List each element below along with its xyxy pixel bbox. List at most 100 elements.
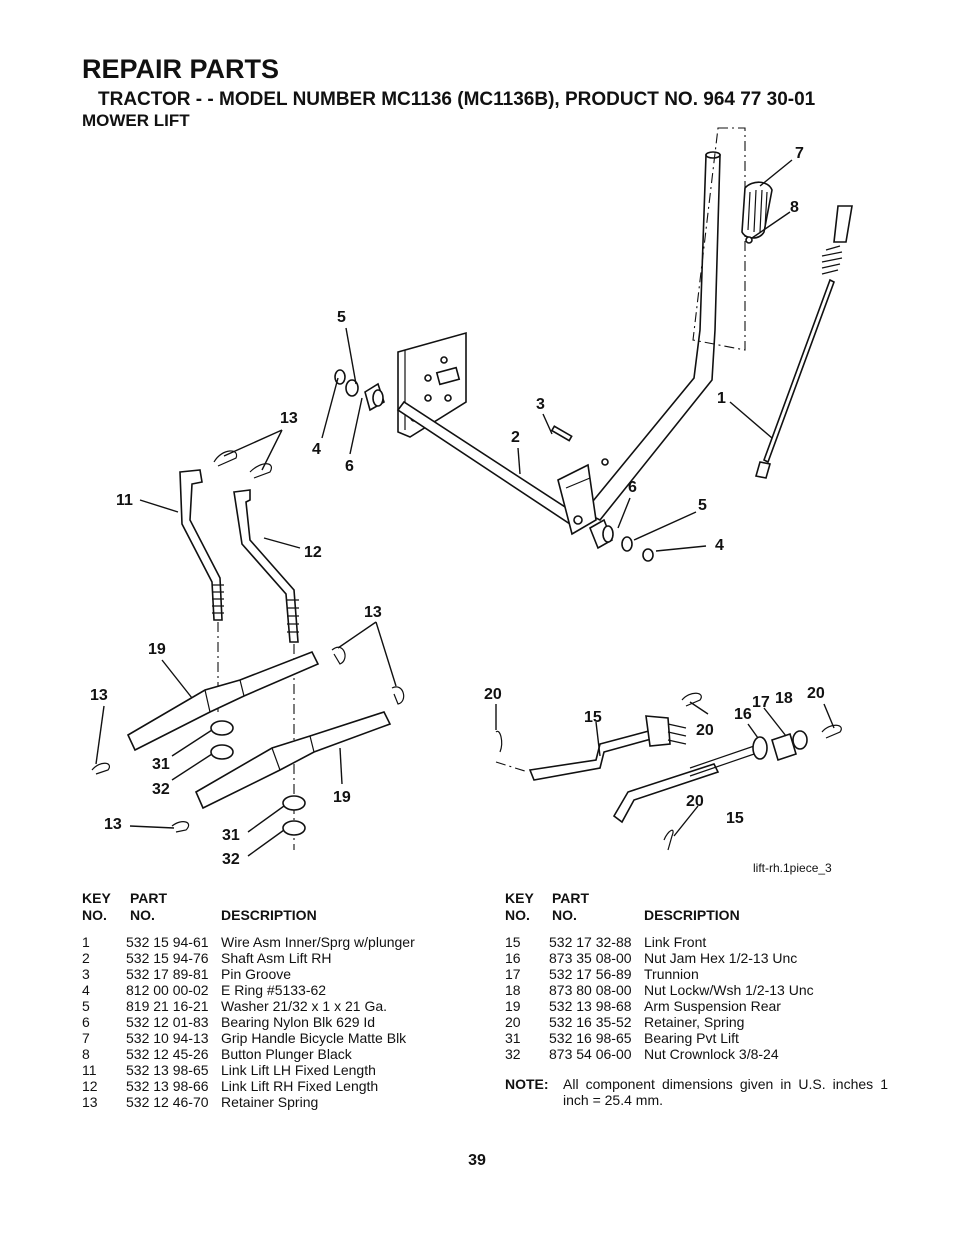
key-number: 16 [505,950,521,966]
table-row: 4 812 00 00-02 E Ring #5133-62 [82,982,462,998]
part-description: Nut Lockw/Wsh 1/2-13 Unc [644,982,814,998]
part-description: Retainer, Spring [644,1014,745,1030]
header-part-top: PART [130,890,168,906]
key-number: 1 [82,934,90,950]
parts-rows-left: 1 532 15 94-61 Wire Asm Inner/Sprg w/plung… [82,934,462,1110]
page-title: REPAIR PARTS [82,54,280,84]
bearings-and-washers [334,369,654,562]
key-number: 5 [82,998,90,1014]
callout-6: 6 [628,479,637,496]
part-number: 873 54 06-00 [549,1046,632,1062]
retainer-springs [91,450,405,833]
key-number: 32 [505,1046,521,1062]
part-number: 532 16 35-52 [549,1014,632,1030]
header-part-bottom: NO. [130,907,155,923]
callout-4: 4 [312,441,321,458]
part-number: 532 12 46-70 [126,1094,209,1110]
table-row: 1 532 15 94-61 Wire Asm Inner/Sprg w/plung… [82,934,462,950]
callout-11: 11 [116,492,133,509]
part-description: Pin Groove [221,966,292,982]
header-key-top: KEY [82,890,111,906]
lift-links [179,469,299,850]
key-number: 2 [82,950,90,966]
pivot-bearings-nuts [210,720,306,836]
wire-assembly [754,205,853,479]
callout-32: 32 [152,781,170,798]
callout-13: 13 [90,687,108,704]
key-number: 6 [82,1014,90,1030]
key-number: 3 [82,966,90,982]
table-header: KEY NO. PART NO. DESCRIPTION [505,890,890,926]
part-description: Trunnion [644,966,699,982]
pin-groove [550,425,573,442]
key-number: 11 [82,1062,97,1078]
section-title: MOWER LIFT [82,111,190,130]
callout-18: 18 [775,690,793,707]
callout-2: 2 [511,429,520,446]
part-description: E Ring #5133-62 [221,982,327,998]
part-number: 532 10 94-13 [126,1030,209,1046]
callout-8: 8 [790,199,799,216]
part-number: 532 16 98-65 [549,1030,632,1046]
callout-17: 17 [752,694,770,711]
part-number: 532 12 01-83 [126,1014,209,1030]
part-description: Bearing Pvt Lift [644,1030,739,1046]
key-number: 18 [505,982,521,998]
key-number: 20 [505,1014,521,1030]
part-description: Link Front [644,934,707,950]
table-row: 18 873 80 08-00 Nut Lockw/Wsh 1/2-13 Unc [505,982,890,998]
callout-20: 20 [484,686,502,703]
part-number: 812 00 00-02 [126,982,209,998]
part-description: Link Lift RH Fixed Length [221,1078,379,1094]
part-number: 532 17 56-89 [549,966,632,982]
page-subtitle: TRACTOR - - MODEL NUMBER MC1136 (MC1136B… [98,89,816,110]
part-number: 532 13 98-66 [126,1078,209,1094]
part-number: 532 17 32-88 [549,934,632,950]
key-number: 31 [505,1030,521,1046]
part-number: 532 15 94-76 [126,950,209,966]
note-text: All component dimensions given in U.S. i… [563,1076,888,1108]
part-number: 532 15 94-61 [126,934,209,950]
exploded-parts-diagram: 7 8 5 1 3 13 2 4 6 6 5 11 12 4 13 19 13 … [90,127,853,875]
header-key-bottom: NO. [505,907,530,923]
part-number: 873 80 08-00 [549,982,632,998]
header-description: DESCRIPTION [221,907,317,923]
header-key-bottom: NO. [82,907,107,923]
parts-table-left: KEY NO. PART NO. DESCRIPTION 1 532 15 94-… [82,890,462,1110]
part-description: Link Lift LH Fixed Length [221,1062,376,1078]
callout-13: 13 [104,816,122,833]
part-description: Wire Asm Inner/Sprg w/plunger [221,934,415,950]
key-number: 13 [82,1094,98,1110]
key-number: 4 [82,982,90,998]
callout-5: 5 [698,497,707,514]
note-label: NOTE: [505,1076,549,1092]
header-part-bottom: NO. [552,907,577,923]
table-row: 12 532 13 98-66 Link Lift RH Fixed Length [82,1078,462,1094]
part-description: Nut Jam Hex 1/2-13 Unc [644,950,798,966]
suspension-arms [126,650,392,810]
grip-handle [741,181,773,244]
callout-19: 19 [333,789,351,806]
callout-13: 13 [280,410,298,427]
header-key-top: KEY [505,890,534,906]
key-number: 12 [82,1078,98,1094]
callout-6: 6 [345,458,354,475]
callout-16: 16 [734,706,752,723]
callout-15: 15 [584,709,602,726]
part-number: 532 12 45-26 [126,1046,209,1062]
table-row: 20 532 16 35-52 Retainer, Spring [505,1014,890,1030]
callout-13: 13 [364,604,382,621]
callout-3: 3 [536,396,545,413]
